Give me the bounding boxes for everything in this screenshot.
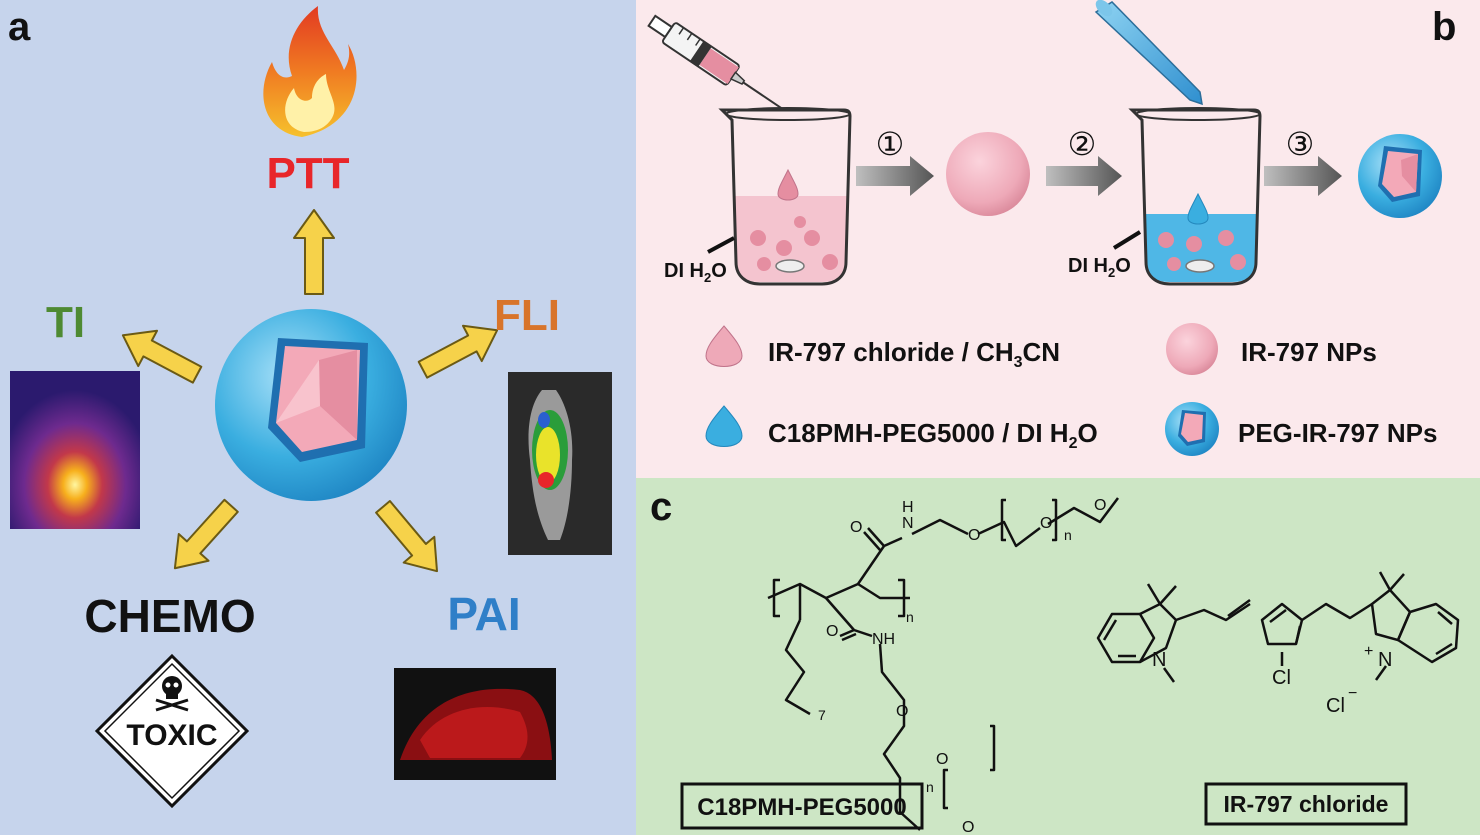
- panel-c-letter: c: [650, 485, 672, 529]
- ptt-label: PTT: [266, 149, 349, 198]
- ir797-np-sphere: [946, 132, 1030, 216]
- skull-icon: [155, 676, 189, 712]
- dye-name: IR-797 chloride: [1224, 791, 1389, 817]
- dye-atom-n-plus: N: [1378, 649, 1392, 671]
- toxic-sign: TOXIC: [94, 653, 250, 809]
- chemo-label: CHEMO: [84, 590, 255, 642]
- syringe-icon: [647, 14, 786, 112]
- legend-peg-ir797-nps: PEG-IR-797 NPs: [1238, 418, 1437, 448]
- atom-o-6: O: [896, 703, 908, 720]
- peg-sphere-icon: [1165, 402, 1219, 456]
- atom-h-1: H: [902, 499, 914, 516]
- sub-n-1: n: [1064, 527, 1072, 543]
- panel-c: c O N H: [636, 478, 1480, 836]
- polymer-atom-labels: O N H O O n O n O NH 7 O O n O: [818, 497, 1106, 836]
- sub-n-3: n: [926, 779, 934, 795]
- arrow-to-ti: [121, 329, 203, 384]
- polymer-name-box: [680, 782, 924, 830]
- peg-ir797-np-sphere: [1358, 134, 1442, 218]
- pai-label: PAI: [447, 588, 520, 640]
- blue-droplet-icon: [705, 405, 743, 447]
- di-water-label-2: DI H2O: [1068, 255, 1131, 280]
- step-arrow-2: [1046, 156, 1122, 196]
- di-water-label-1: DI H2O: [664, 260, 727, 285]
- dye-atom-n: N: [1152, 649, 1166, 671]
- atom-o-1: O: [850, 519, 862, 536]
- step-3-label: ③: [1286, 126, 1315, 162]
- panel-a: a PTT TI FLI: [0, 0, 636, 835]
- photoacoustic-image: [394, 668, 556, 780]
- atom-o-4: O: [1094, 497, 1106, 514]
- flame-icon: [263, 6, 357, 137]
- arrow-to-chemo: [173, 498, 239, 570]
- legend: IR-797 chloride / CH3CN IR-797 NPs C18PM…: [705, 323, 1437, 456]
- pink-droplet-icon: [705, 325, 743, 367]
- dye-atom-labels: N Cl + N Cl −: [1152, 643, 1392, 717]
- peg-ir797-nanoparticle-large: [215, 309, 407, 501]
- legend-ir797-solution: IR-797 chloride / CH3CN: [768, 337, 1060, 371]
- dye-charge-plus: +: [1364, 643, 1373, 660]
- atom-o-2: O: [968, 527, 980, 544]
- atom-o-7: O: [936, 751, 948, 768]
- dye-counterion-cl: Cl: [1326, 695, 1345, 717]
- ti-label: TI: [46, 298, 85, 347]
- sub-n-2: n: [906, 609, 914, 625]
- atom-o-5: O: [826, 623, 838, 640]
- dye-atom-cl: Cl: [1272, 667, 1291, 689]
- di-water-pointer-1: [707, 236, 735, 254]
- ir797-chloride-structure: [1096, 571, 1460, 683]
- di-water-pointer-2: [1112, 230, 1142, 250]
- toxic-label: TOXIC: [126, 719, 217, 752]
- legend-peg-solution: C18PMH-PEG5000 / DI H2O: [768, 418, 1098, 452]
- step-arrow-1: [856, 156, 934, 196]
- beaker-2: [1128, 107, 1262, 286]
- atom-nh: NH: [872, 631, 895, 648]
- panel-b-letter: b: [1432, 5, 1456, 49]
- arrow-to-fli: [417, 324, 499, 379]
- fluorescence-mouse-image: [508, 372, 612, 555]
- panel-a-letter: a: [8, 5, 31, 49]
- dye-name-box: [1204, 782, 1408, 826]
- pink-sphere-icon: [1166, 323, 1218, 375]
- panel-b: b DI H2O: [636, 0, 1480, 478]
- atom-n-1: N: [902, 515, 914, 532]
- polymer-name: C18PMH-PEG5000: [697, 794, 906, 821]
- pipette-icon: [1094, 0, 1203, 106]
- step-2-label: ②: [1068, 126, 1097, 162]
- beaker-1: [718, 107, 852, 286]
- c18pmh-peg5000-structure: [767, 497, 1119, 831]
- sub-7: 7: [818, 707, 826, 723]
- atom-o-8: O: [962, 819, 974, 835]
- arrow-to-pai: [375, 500, 438, 573]
- dye-charge-minus: −: [1348, 685, 1357, 702]
- atom-o-3: O: [1040, 515, 1052, 532]
- thermal-image: [10, 371, 140, 529]
- step-arrow-3: [1264, 156, 1342, 196]
- step-1-label: ①: [876, 126, 905, 162]
- legend-ir797-nps: IR-797 NPs: [1241, 337, 1377, 367]
- fli-label: FLI: [494, 291, 560, 340]
- arrow-to-ptt: [293, 209, 335, 295]
- panel-c-background: [636, 478, 1480, 835]
